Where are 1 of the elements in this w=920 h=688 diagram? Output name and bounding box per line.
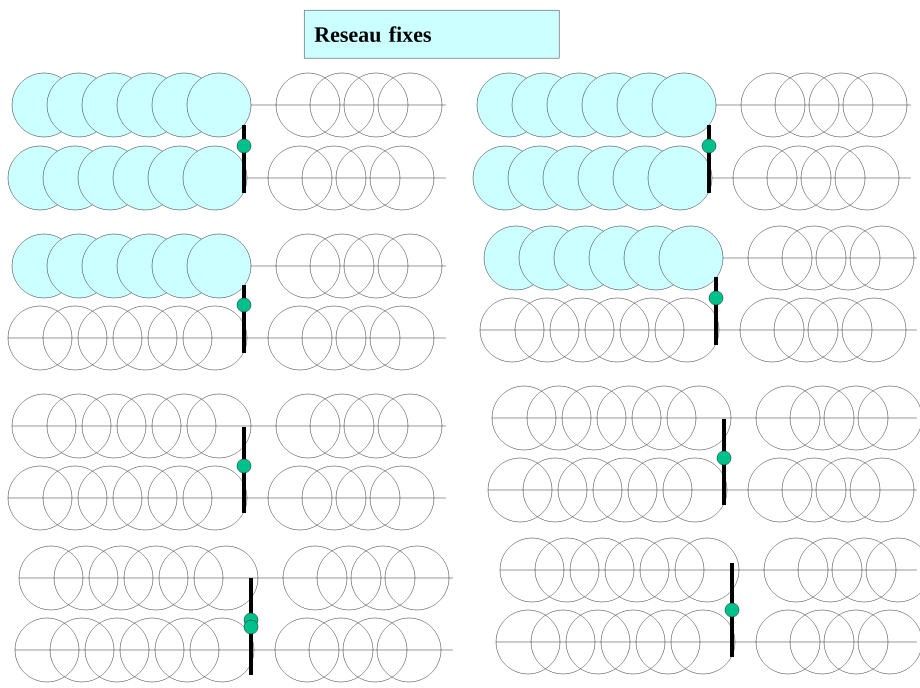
title-box: Reseau fixes [304,10,560,58]
